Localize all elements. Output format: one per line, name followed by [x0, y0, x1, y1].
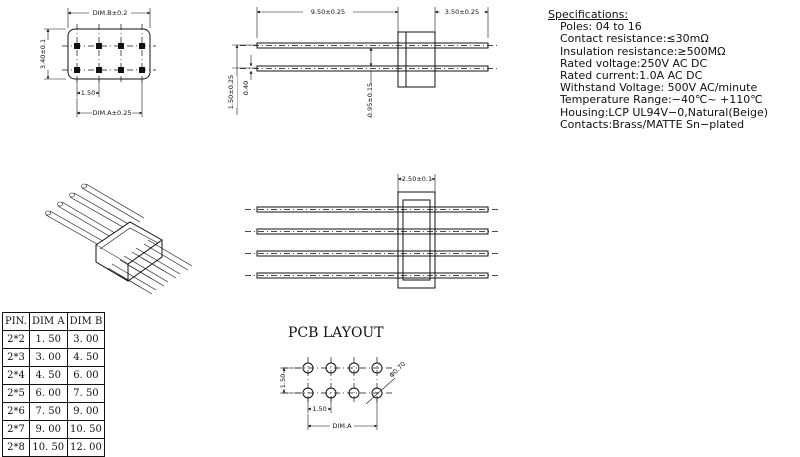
isometric-view [45, 183, 193, 295]
cell-dim-a: 3. 00 [28, 348, 68, 367]
cell-dim-b: 7. 50 [66, 384, 106, 403]
table-row: 2*7 9. 00 10. 50 [2, 420, 106, 439]
table-header-row: PIN. DIM A DIM B [2, 312, 106, 331]
cell-dim-b: 4. 50 [66, 348, 106, 367]
pin-length-label: 9.50±0.25 [311, 8, 345, 16]
spec-line: Rated current:1.0A AC DC [560, 69, 703, 83]
front-view: 2.50±0.1 [245, 174, 500, 289]
col-header-dim-a: DIM A [28, 312, 68, 331]
cell-pin: 2*6 [2, 402, 30, 421]
spec-line: Insulation resistance:≥500MΩ [560, 44, 726, 58]
pin-size-label: 0.40 [242, 81, 250, 95]
spec-line: Rated voltage:250V AC DC [560, 56, 708, 70]
cell-pin: 2*4 [2, 366, 30, 385]
table-row: 2*3 3. 00 4. 50 [2, 348, 106, 367]
cell-dim-b: 6. 00 [66, 366, 106, 385]
specifications: Specifications: Poles: 04 to 16 Contact … [548, 8, 769, 131]
specifications-heading: Specifications: [548, 8, 629, 21]
side-view: 9.50±0.25 3.50±0.25 1.50±0.25 0.40 0.95±… [227, 7, 500, 118]
dim-a-label: DIM.A±0.25 [93, 109, 132, 117]
cell-dim-b: 10. 50 [66, 420, 106, 439]
pin-square [74, 43, 145, 73]
spec-line: Contacts:Brass/MATTE Sn−plated [560, 117, 745, 131]
cell-dim-a: 10. 50 [28, 438, 68, 457]
spec-line: Housing:LCP UL94V−0,Natural(Beige) [560, 105, 769, 119]
dim-height-label: 3.40±0.1 [39, 39, 47, 69]
spec-line: Withstand Voltage: 500V AC/minute [560, 81, 758, 95]
spec-line: Poles: 04 to 16 [560, 20, 642, 34]
pitch-label: 1.50 [81, 89, 95, 97]
cell-pin: 2*5 [2, 384, 30, 403]
table-row: 2*5 6. 00 7. 50 [2, 384, 106, 403]
top-view: DIM.B±0.2 3.40±0.1 1. [39, 8, 156, 117]
hole-diameter-label: Φ0.70 [388, 360, 408, 380]
cell-dim-b: 12. 00 [66, 438, 106, 457]
col-header-dim-b: DIM B [66, 312, 106, 331]
pcb-col-pitch-label: 1.50 [312, 405, 326, 413]
cell-pin: 2*2 [2, 330, 30, 349]
table-row: 2*2 1. 50 3. 00 [2, 330, 106, 349]
pcb-hole [302, 362, 383, 399]
pcb-dim-a-label: DIM.A [332, 422, 352, 430]
cell-pin: 2*7 [2, 420, 30, 439]
cell-dim-a: 1. 50 [28, 330, 68, 349]
pcb-layout: Φ0.70 1.50 1.50 DIM.A [278, 357, 407, 430]
offset-1-label: 1.50±0.25 [227, 75, 235, 109]
cell-dim-a: 6. 00 [28, 384, 68, 403]
cell-dim-a: 7. 50 [28, 402, 68, 421]
table-row: 2*4 4. 50 6. 00 [2, 366, 106, 385]
pcb-layout-title: PCB LAYOUT [288, 325, 384, 341]
spec-line: Temperature Range:−40℃~ +110℃ [560, 93, 763, 107]
cell-dim-a: 9. 00 [28, 420, 68, 439]
offset-2-label: 0.95±0.15 [366, 83, 374, 117]
cell-pin: 2*8 [2, 438, 30, 457]
cell-pin: 2*3 [2, 348, 30, 367]
table-row: 2*6 7. 50 9. 00 [2, 402, 106, 421]
table-row: 2*8 10. 50 12. 00 [2, 438, 106, 457]
col-header-pin: PIN. [2, 312, 30, 331]
dimension-table: PIN. DIM A DIM B 2*2 1. 50 3. 00 2*3 3. … [2, 312, 106, 457]
pcb-row-pitch-label: 1.50 [279, 374, 287, 388]
body-length-label: 3.50±0.25 [445, 8, 479, 16]
cell-dim-a: 4. 50 [28, 366, 68, 385]
cell-dim-b: 9. 00 [66, 402, 106, 421]
cell-dim-b: 3. 00 [66, 330, 106, 349]
body-width-label: 2.50±0.1 [402, 175, 432, 183]
dim-b-label: DIM.B±0.2 [93, 9, 128, 17]
spec-line: Contact resistance:≤30mΩ [560, 32, 709, 46]
